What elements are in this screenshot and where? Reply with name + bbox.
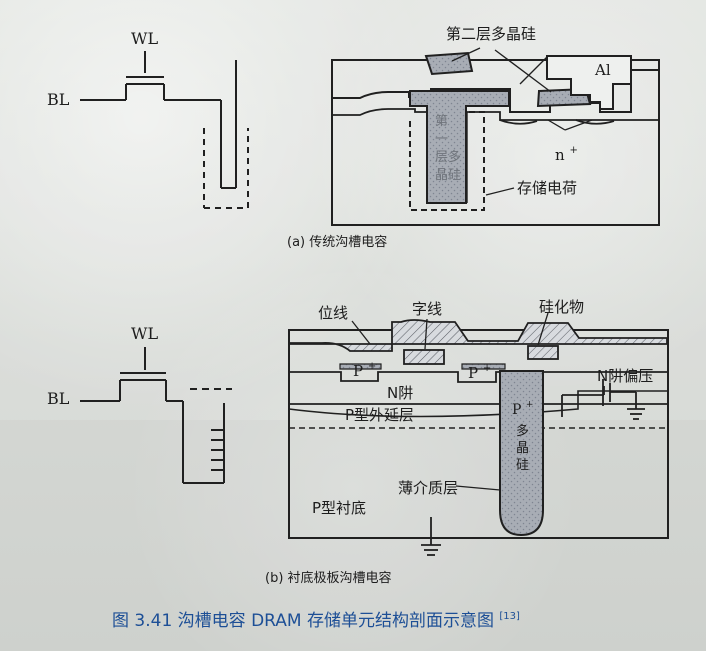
panel-a-first-poly-line-2: 一 xyxy=(435,132,448,147)
panel-b-nwell-bias-label: N阱偏压 xyxy=(597,367,653,385)
panel-b-pplus-right-sup: + xyxy=(483,363,491,374)
paper-shadow-band xyxy=(0,420,706,651)
panel-b-pplus-left-label: P + xyxy=(353,361,376,380)
panel-b-poly-line-2: 晶 xyxy=(516,441,529,456)
panel-a-al-label: Al xyxy=(594,61,611,79)
panel-a-wl-label: WL xyxy=(131,29,158,48)
panel-a-nplus-sup: + xyxy=(569,145,577,156)
panel-b-silicide-label: 硅化物 xyxy=(539,298,584,316)
figure-caption-ref: [13] xyxy=(499,611,520,622)
panel-b-pplus-right-main: P xyxy=(468,364,478,382)
panel-b-substrate-label: P型衬底 xyxy=(312,499,366,517)
panel-a-bl-label: BL xyxy=(47,90,70,109)
panel-a-first-poly-line-4: 晶硅 xyxy=(435,168,461,183)
figure-caption: 图 3.41 沟槽电容 DRAM 存储单元结构剖面示意图 [13] xyxy=(112,611,520,631)
panel-b-bl-label: BL xyxy=(47,389,70,408)
panel-b-pplus-right-label: P + xyxy=(468,363,491,382)
panel-b-subcaption: (b) 衬底极板沟槽电容 xyxy=(265,570,392,586)
panel-a-first-poly-label: 第 一 层多 晶硅 xyxy=(435,114,465,183)
panel-a-schematic xyxy=(80,51,249,209)
panel-a-charge-label: 存储电荷 xyxy=(517,179,577,197)
panel-a-poly2-label: 第二层多晶硅 xyxy=(446,25,536,43)
panel-b-schematic xyxy=(80,347,232,484)
panel-b-pplus-left-main: P xyxy=(353,362,363,380)
panel-a-first-poly-line-3: 层多 xyxy=(435,149,461,165)
panel-b-cross-section xyxy=(288,312,669,556)
panel-b-poly-vertical-label: 多 晶 硅 xyxy=(516,423,533,473)
panel-a-nplus-label: n + xyxy=(555,145,578,164)
panel-b-pplus-poly-label: P + xyxy=(512,400,533,418)
panel-b-pepi-label: P型外延层 xyxy=(345,406,414,424)
panel-b-pplus-poly-main: P xyxy=(512,402,521,418)
panel-b-poly-line-1: 多 xyxy=(516,423,529,439)
panel-b-bitline-label: 位线 xyxy=(318,304,348,322)
panel-a-cross-section xyxy=(331,47,660,226)
figure-caption-text: 沟槽电容 DRAM 存储单元结构剖面示意图 xyxy=(178,611,494,631)
panel-b-nwell-label: N阱 xyxy=(387,384,413,402)
panel-b-wordline-label: 字线 xyxy=(412,300,442,318)
panel-b-wl-label: WL xyxy=(131,324,158,343)
panel-b-dielectric-label: 薄介质层 xyxy=(398,479,458,497)
panel-a-nplus-main: n xyxy=(555,146,565,164)
panel-a-subcaption: (a) 传统沟槽电容 xyxy=(287,234,387,250)
figure-caption-number: 图 3.41 xyxy=(112,611,172,631)
panel-b-pplus-poly-sup: + xyxy=(526,400,534,410)
panel-b-pplus-left-sup: + xyxy=(368,361,376,372)
panel-b-poly-line-3: 硅 xyxy=(516,458,529,473)
panel-a-first-poly-line-1: 第 xyxy=(435,114,448,129)
